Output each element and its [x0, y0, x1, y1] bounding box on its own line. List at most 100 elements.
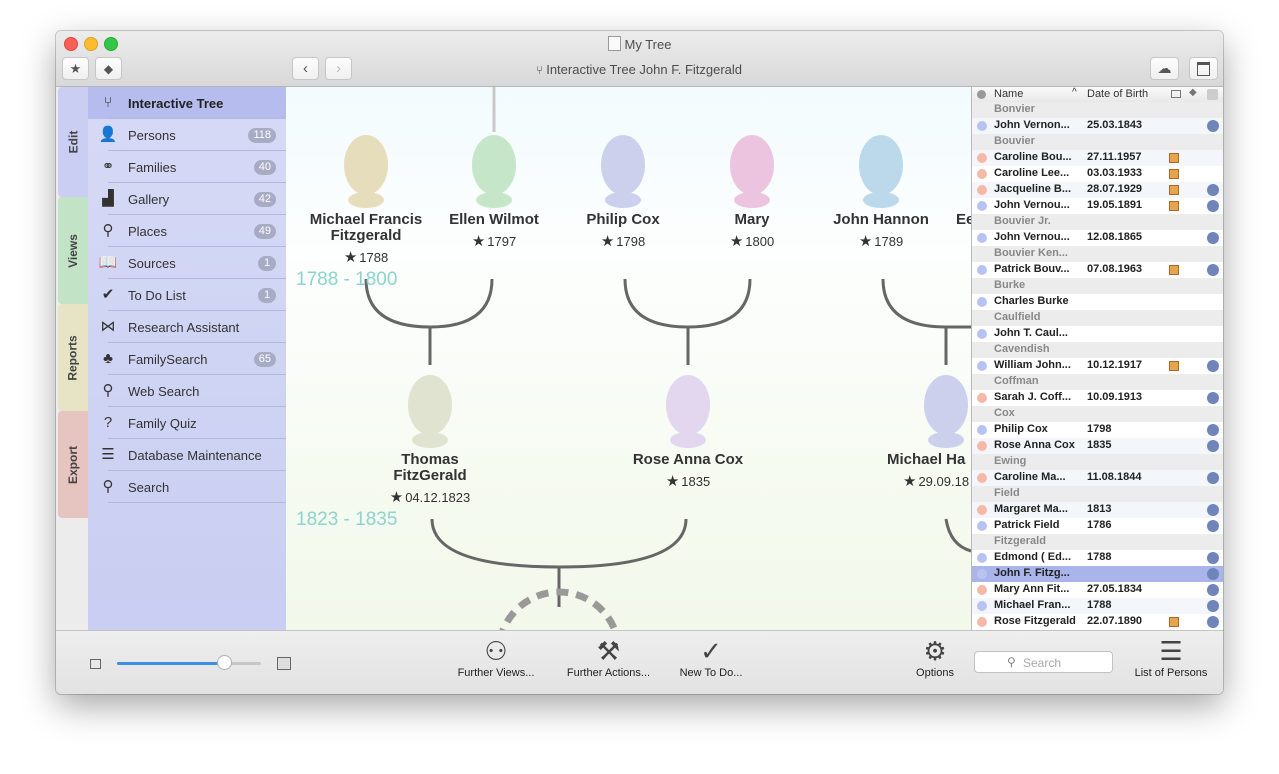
options-button[interactable]: ⚙ Options	[905, 635, 965, 679]
close-window-button[interactable]	[64, 37, 78, 51]
person-birth-date: 1788	[1087, 551, 1112, 563]
familysearch-tree-icon: ♣	[103, 350, 113, 367]
tab-views[interactable]: Views	[58, 197, 88, 304]
familysearch-globe-icon	[1207, 568, 1219, 580]
person-row[interactable]: Sarah J. Coff...10.09.1913	[972, 390, 1223, 406]
person-row[interactable]: Edmond ( Ed...1788	[972, 550, 1223, 566]
sidebar-item-label: Family Quiz	[128, 416, 197, 431]
back-button[interactable]: ‹	[292, 57, 319, 80]
sidebar-item-todo[interactable]: ✔ To Do List 1	[88, 279, 286, 311]
person-row[interactable]: John T. Caul...	[972, 326, 1223, 342]
person-birth: ★1797	[434, 232, 554, 250]
list-group-header: Bouvier Ken...	[972, 246, 1223, 262]
zoom-out-icon[interactable]	[90, 659, 101, 669]
person-card[interactable]: Rose Anna Cox ★1835	[623, 452, 753, 491]
cloud-button[interactable]: ☁	[1150, 57, 1179, 80]
tab-reports[interactable]: Reports	[58, 304, 88, 411]
interactive-tree-canvas[interactable]: Michael Francis Fitzgerald ★1788 Ellen W…	[286, 87, 971, 630]
person-row[interactable]: Charles Burke	[972, 294, 1223, 310]
sidebar-item-persons[interactable]: 👤 Persons 118	[88, 119, 286, 151]
name-column-header[interactable]: Name	[994, 88, 1024, 100]
list-group-header: Burke	[972, 278, 1223, 294]
person-card[interactable]: Michael Ha ★29.09.18	[887, 452, 971, 491]
forward-button[interactable]: ›	[325, 57, 352, 80]
tab-export[interactable]: Export	[58, 411, 88, 518]
sidebar-item-database-maintenance[interactable]: ☰ Database Maintenance	[88, 439, 286, 471]
silhouette-philip-cox[interactable]	[601, 135, 645, 208]
gallery-icon: ▟	[102, 190, 114, 207]
person-card[interactable]: Mary ★1800	[692, 212, 812, 251]
person-card[interactable]: Philip Cox ★1798	[563, 212, 683, 251]
person-card[interactable]: John Hannon ★1789	[821, 212, 941, 251]
further-views-button[interactable]: ⚇ Further Views...	[451, 635, 541, 679]
group-label: Caulfield	[994, 311, 1041, 323]
person-row[interactable]: Caroline Ma...11.08.1844	[972, 470, 1223, 486]
sidebar-item-places[interactable]: ⚲ Places 49	[88, 215, 286, 247]
silhouette-ellen-wilmot[interactable]	[472, 135, 516, 208]
zoom-slider[interactable]	[117, 655, 261, 670]
person-row[interactable]: Mary Ann Fit...27.05.1834	[972, 582, 1223, 598]
sidebar-item-families[interactable]: ⚭ Families 40	[88, 151, 286, 183]
person-row[interactable]: John Vernou...12.08.1865	[972, 230, 1223, 246]
person-row[interactable]: Patrick Bouv...07.08.1963	[972, 262, 1223, 278]
silhouette-rose-anna-cox[interactable]	[666, 375, 710, 448]
person-row[interactable]: John Vernon...25.03.1843	[972, 118, 1223, 134]
favorites-button[interactable]: ★	[62, 57, 89, 80]
zoom-slider-knob[interactable]	[216, 655, 232, 670]
date-of-birth-column-header[interactable]: Date of Birth	[1087, 88, 1149, 100]
list-group-header: Bonvier	[972, 102, 1223, 118]
tags-button[interactable]: ◆	[95, 57, 122, 80]
list-of-persons-label: List of Persons	[1134, 667, 1208, 679]
tab-views-label: Views	[66, 233, 80, 268]
sidebar-item-web-search[interactable]: ⚲ Web Search	[88, 375, 286, 407]
search-field[interactable]: ⚲ Search	[974, 651, 1113, 673]
person-card[interactable]: Ellen Wilmot ★1797	[434, 212, 554, 251]
silhouette-thomas-fitzgerald[interactable]	[408, 375, 452, 448]
person-card[interactable]: Ee	[956, 212, 971, 228]
sidebar-item-research-assistant[interactable]: ⋈ Research Assistant	[88, 311, 286, 343]
window-title: My Tree	[56, 36, 1223, 52]
tab-edit[interactable]: Edit	[58, 87, 88, 197]
person-row[interactable]: Caroline Lee...03.03.1933	[972, 166, 1223, 182]
further-actions-button[interactable]: ⚒ Further Actions...	[561, 635, 656, 679]
person-name: John Vernou...	[994, 199, 1070, 211]
silhouette-john-hannon[interactable]	[859, 135, 903, 208]
person-row[interactable]: William John...10.12.1917	[972, 358, 1223, 374]
silhouette-michael-francis[interactable]	[344, 135, 388, 208]
sidebar-item-familysearch[interactable]: ♣ FamilySearch 65	[88, 343, 286, 375]
person-row[interactable]: Caroline Bou...27.11.1957	[972, 150, 1223, 166]
person-row[interactable]: Margaret Ma...1813	[972, 502, 1223, 518]
sidebar-item-interactive-tree[interactable]: ⑂ Interactive Tree	[88, 87, 286, 119]
person-row[interactable]: Michael Fran...1788	[972, 598, 1223, 614]
list-group-header: Coffman	[972, 374, 1223, 390]
list-group-header: Cavendish	[972, 342, 1223, 358]
photo-icon	[1169, 617, 1179, 627]
list-of-persons-button[interactable]: ☰ List of Persons	[1126, 635, 1216, 679]
person-birth-date: 1798	[1087, 423, 1112, 435]
person-row[interactable]: John Vernou...19.05.1891	[972, 198, 1223, 214]
person-birth-date: 1788	[1087, 599, 1112, 611]
silhouette-michael-ha[interactable]	[924, 375, 968, 448]
silhouette-mary[interactable]	[730, 135, 774, 208]
familysearch-globe-icon	[1207, 392, 1219, 404]
zoom-in-icon[interactable]	[277, 657, 291, 670]
toggle-panel-button[interactable]	[1189, 57, 1218, 80]
minimize-window-button[interactable]	[84, 37, 98, 51]
list-group-header: Cox	[972, 406, 1223, 422]
new-todo-button[interactable]: ✓ New To Do...	[671, 635, 751, 679]
count-badge: 1	[258, 288, 276, 303]
sidebar-item-search[interactable]: ⚲ Search	[88, 471, 286, 503]
sidebar-item-family-quiz[interactable]: ? Family Quiz	[88, 407, 286, 439]
zoom-window-button[interactable]	[104, 37, 118, 51]
person-row[interactable]: Jacqueline B...28.07.1929	[972, 182, 1223, 198]
person-card[interactable]: Thomas FitzGerald ★04.12.1823	[370, 452, 490, 507]
sidebar-item-gallery[interactable]: ▟ Gallery 42	[88, 183, 286, 215]
person-card[interactable]: Michael Francis Fitzgerald ★1788	[300, 212, 432, 267]
person-birth-date: 1835	[1087, 439, 1112, 451]
person-row[interactable]: John F. Fitzg...	[972, 566, 1223, 582]
sidebar-item-sources[interactable]: 📖 Sources 1	[88, 247, 286, 279]
